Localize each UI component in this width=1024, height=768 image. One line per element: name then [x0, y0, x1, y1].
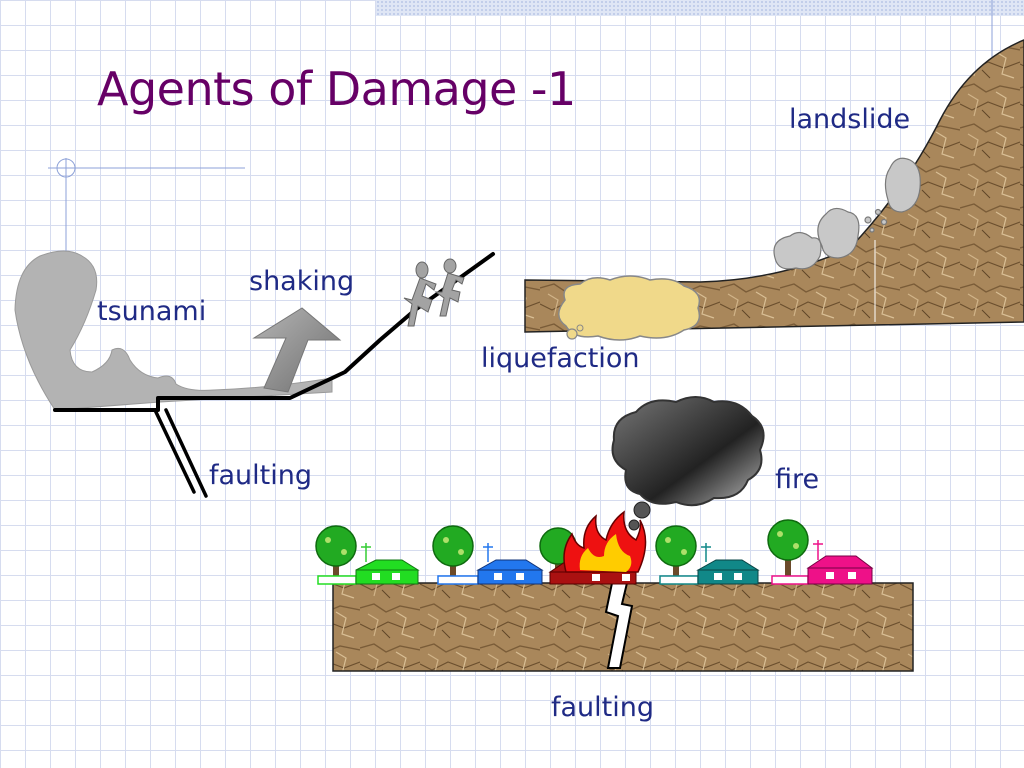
faulting-label-left: faulting: [209, 460, 313, 491]
tsunami-label: tsunami: [97, 296, 207, 327]
house-icon-teal: [659, 543, 760, 585]
liquefaction-label: liquefaction: [481, 343, 640, 374]
house-icon-green: [317, 543, 420, 585]
house-icon-blue: [437, 543, 544, 585]
tree-icon: [767, 519, 809, 584]
shaking-label: shaking: [249, 266, 355, 297]
tsunami-wave: [14, 250, 333, 411]
fault-crack-bottom: [604, 582, 634, 669]
shaking-arrow: [252, 307, 342, 393]
liquefaction-sand-blob: [558, 275, 701, 341]
header-band: [376, 0, 1024, 16]
tree-icon: [655, 525, 697, 584]
fire-icon: [563, 510, 647, 573]
fault-line-left: [153, 408, 208, 498]
running-people-icon: [403, 258, 465, 327]
landslide-label: landslide: [789, 104, 911, 135]
tree-icon: [432, 525, 474, 584]
tree-icon: [315, 525, 357, 584]
house-icon-pink: [771, 540, 874, 585]
faulting-label-bottom: faulting: [551, 692, 655, 723]
landslide-dust-clouds: [773, 157, 921, 270]
smoke-cloud-icon: [611, 396, 765, 531]
coast-profile-line: [53, 252, 495, 412]
fire-label: fire: [775, 464, 820, 495]
slide-title: Agents of Damage -1: [97, 62, 576, 116]
